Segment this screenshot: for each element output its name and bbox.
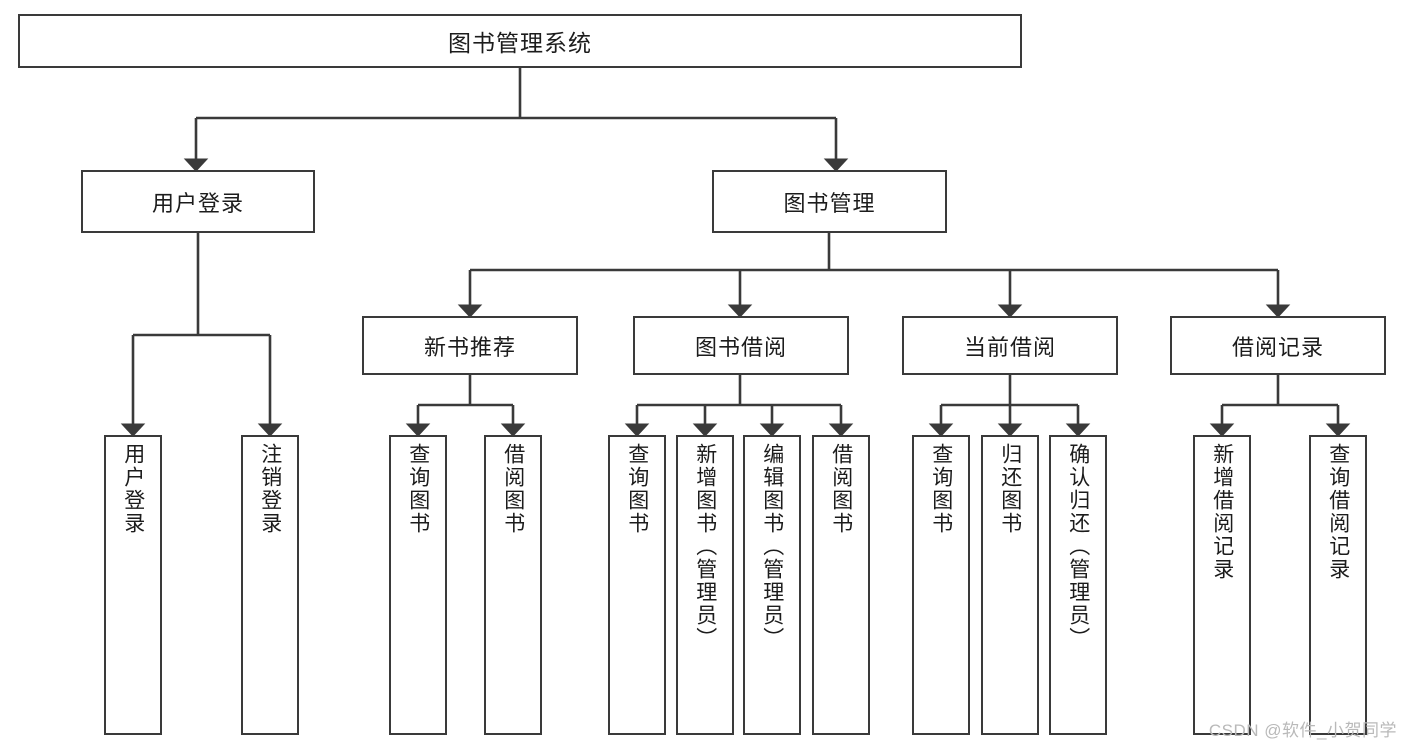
node-new-book-recommend[interactable]: 新书推荐 [362,316,578,375]
node-label: 新增借阅记录 [1210,443,1234,581]
node-label: 查询图书 [625,443,649,535]
node-label: 用户登录 [151,190,244,216]
node-label: 查询借阅记录 [1326,443,1350,581]
node-label: 当前借阅 [963,334,1056,360]
node-leaf-borrow-book-2[interactable]: 借阅图书 [812,435,870,735]
watermark-text: CSDN @软件_小贺同学 [1208,721,1397,740]
node-leaf-user-logout[interactable]: 注销登录 [241,435,299,735]
node-leaf-query-book-1[interactable]: 查询图书 [389,435,447,735]
node-current-borrow[interactable]: 当前借阅 [902,316,1118,375]
node-leaf-query-record[interactable]: 查询借阅记录 [1309,435,1367,735]
node-book-management[interactable]: 图书管理 [712,170,947,233]
node-leaf-query-book-3[interactable]: 查询图书 [912,435,970,735]
node-leaf-confirm-return[interactable]: 确认归还（管理员） [1049,435,1107,735]
node-label: 确认归还（管理员） [1066,443,1090,650]
node-label: 用户登录 [121,443,145,535]
node-label: 图书管理 [783,190,876,216]
node-label: 注销登录 [258,443,282,535]
node-root-book-management-system[interactable]: 图书管理系统 [18,14,1022,68]
node-user-login[interactable]: 用户登录 [81,170,315,233]
node-label: 借阅图书 [501,443,525,535]
node-label: 借阅图书 [829,443,853,535]
node-label: 归还图书 [998,443,1022,535]
node-book-borrow[interactable]: 图书借阅 [633,316,849,375]
node-borrow-record[interactable]: 借阅记录 [1170,316,1386,375]
node-leaf-return-book[interactable]: 归还图书 [981,435,1039,735]
node-leaf-user-login[interactable]: 用户登录 [104,435,162,735]
node-leaf-edit-book[interactable]: 编辑图书（管理员） [743,435,801,735]
node-label: 新增图书（管理员） [693,443,717,650]
node-label: 新书推荐 [423,334,516,360]
node-leaf-borrow-book-1[interactable]: 借阅图书 [484,435,542,735]
node-leaf-query-book-2[interactable]: 查询图书 [608,435,666,735]
node-label: 图书管理系统 [448,30,592,56]
node-label: 图书借阅 [694,334,787,360]
node-label: 编辑图书（管理员） [760,443,784,650]
node-label: 查询图书 [929,443,953,535]
node-label: 查询图书 [406,443,430,535]
node-leaf-add-record[interactable]: 新增借阅记录 [1193,435,1251,735]
node-leaf-add-book[interactable]: 新增图书（管理员） [676,435,734,735]
node-label: 借阅记录 [1231,334,1324,360]
